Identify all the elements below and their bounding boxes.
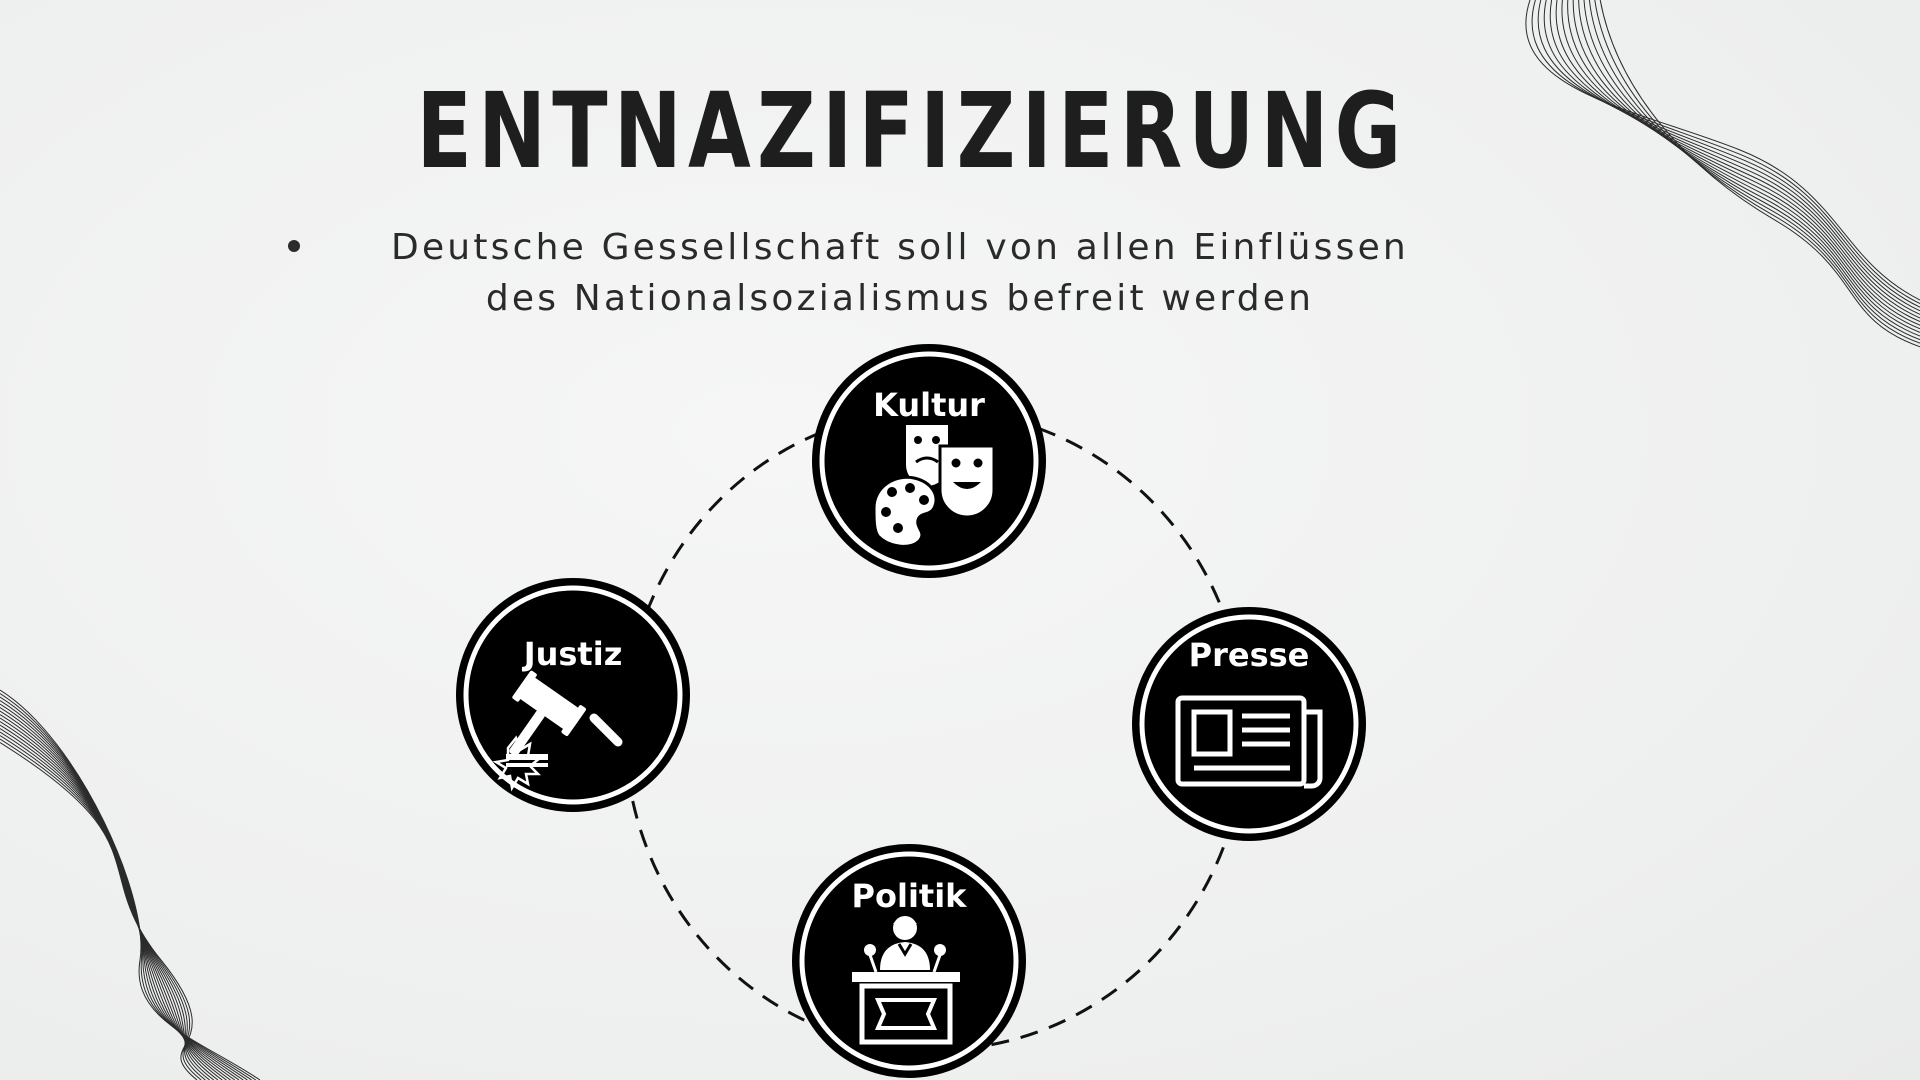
wave-line: [1594, 0, 1920, 344]
wave-lines-bottom-left: [0, 689, 261, 1080]
node-kultur-label: Kultur: [873, 386, 985, 424]
node-justiz-label: Justiz: [522, 635, 623, 673]
bullet-point: Deutsche Gessellschaft soll von allen Ei…: [280, 222, 1520, 332]
wave-line: [0, 735, 206, 1080]
wave-line: [1555, 0, 1920, 319]
wave-line: [1549, 0, 1920, 315]
wave-line: [0, 700, 248, 1080]
wave-line: [1561, 0, 1920, 323]
wave-line: [1572, 0, 1920, 330]
politician-podium-icon: [852, 916, 960, 1045]
wave-line: [0, 738, 202, 1080]
bullet-dot: [288, 240, 300, 252]
node-politik-label: Politik: [852, 877, 968, 915]
gavel-icon: [492, 670, 623, 792]
wave-line: [0, 721, 223, 1080]
wave-line: [0, 689, 261, 1080]
wave-line: [0, 696, 252, 1080]
wave-line: [0, 731, 210, 1080]
bullet-text: Deutsche Gessellschaft soll von allen Ei…: [391, 227, 1409, 319]
node-presse-label: Presse: [1189, 636, 1310, 674]
wave-line: [1578, 0, 1920, 333]
wave-line: [1537, 0, 1920, 308]
wave-line: [0, 703, 244, 1080]
wave-line: [0, 693, 257, 1080]
wave-line: [1567, 0, 1920, 326]
wave-line: [1543, 0, 1920, 312]
slide-title: ENTNAZIFIZIERUNG: [416, 70, 1408, 192]
wave-line: [0, 728, 215, 1080]
wave-line: [1583, 0, 1920, 337]
wave-line: [1588, 0, 1920, 341]
node-presse: Presse: [1132, 607, 1366, 841]
node-kultur: Kultur: [812, 344, 1046, 578]
wave-lines-top-right: [1525, 0, 1920, 348]
theater-masks-palette-icon: [872, 425, 996, 548]
node-politik: Politik: [792, 844, 1026, 1078]
wave-line: [1599, 0, 1920, 348]
node-justiz: Justiz: [456, 578, 690, 812]
wave-line: [1525, 0, 1920, 301]
wave-line: [1531, 0, 1920, 305]
newspaper-icon: [1175, 695, 1323, 789]
wave-line: [0, 742, 198, 1080]
